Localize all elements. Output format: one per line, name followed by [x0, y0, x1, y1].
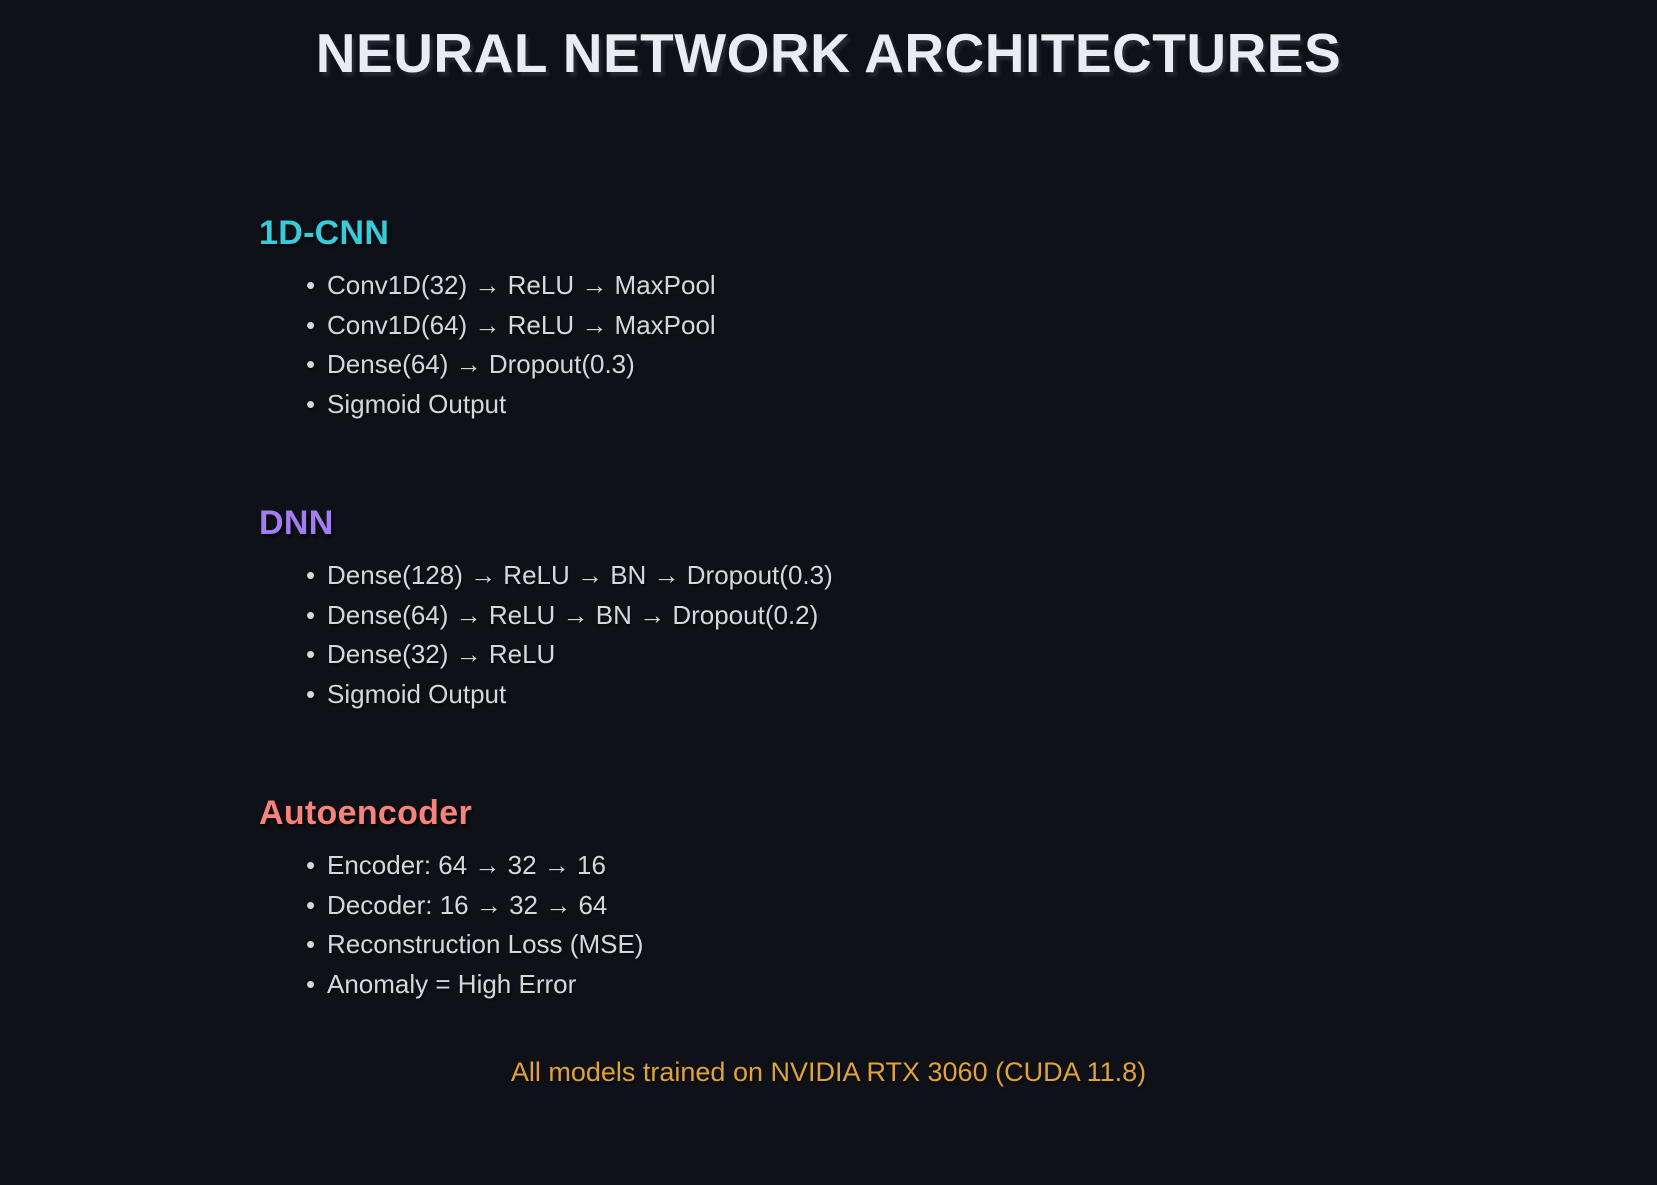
list-item: • Conv1D(32) → ReLU → MaxPool: [0, 266, 1657, 306]
list-item: • Decoder: 16 → 32 → 64: [0, 886, 1657, 926]
bullet-icon: •: [306, 270, 316, 300]
list-item: • Dense(32) → ReLU: [0, 635, 1657, 675]
section-heading-autoencoder: Autoencoder: [259, 794, 472, 832]
bullet-icon: •: [306, 639, 316, 670]
page-title: NEURAL NETWORK ARCHITECTURES: [315, 22, 1342, 84]
list-item-text: Reconstruction Loss (MSE): [327, 929, 644, 960]
list-item: • Dense(64) → ReLU → BN → Dropout(0.2): [0, 596, 1657, 636]
bullet-icon: •: [306, 389, 316, 420]
section-heading-dnn: DNN: [259, 504, 334, 542]
list-item: • Dense(64) → Dropout(0.3): [0, 345, 1657, 385]
list-item: • Conv1D(64) → ReLU → MaxPool: [0, 306, 1657, 346]
section-dnn: DNN • Dense(128) → ReLU → BN → Dropout(0…: [0, 506, 1657, 715]
list-item-text: Encoder: 64 → 32 → 16: [327, 850, 606, 880]
bullet-icon: •: [306, 850, 316, 880]
list-item-text: Conv1D(32) → ReLU → MaxPool: [327, 270, 716, 300]
bullet-icon: •: [306, 599, 316, 630]
list-item: • Reconstruction Loss (MSE): [0, 925, 1657, 965]
list-item-text: Dense(64) → ReLU → BN → Dropout(0.2): [327, 599, 819, 630]
list-item: • Anomaly = High Error: [0, 965, 1657, 1005]
bullet-icon: •: [306, 889, 316, 920]
list-item: • Sigmoid Output: [0, 385, 1657, 425]
list-item-text: Decoder: 16 → 32 → 64: [327, 889, 608, 920]
bullet-icon: •: [306, 969, 316, 1000]
footer-note: All models trained on NVIDIA RTX 3060 (C…: [510, 1057, 1147, 1087]
section-list-dnn: • Dense(128) → ReLU → BN → Dropout(0.3) …: [0, 556, 1657, 715]
list-item-text: Anomaly = High Error: [327, 969, 577, 1000]
bullet-icon: •: [306, 929, 316, 960]
section-list-autoencoder: • Encoder: 64 → 32 → 16 • Decoder: 16 → …: [0, 846, 1657, 1005]
list-item-text: Dense(32) → ReLU: [327, 639, 556, 670]
section-autoencoder: Autoencoder • Encoder: 64 → 32 → 16 • De…: [0, 796, 1657, 1005]
bullet-icon: •: [306, 679, 316, 710]
list-item-text: Dense(128) → ReLU → BN → Dropout(0.3): [327, 560, 833, 590]
section-list-1d-cnn: • Conv1D(32) → ReLU → MaxPool • Conv1D(6…: [0, 266, 1657, 425]
section-heading-1d-cnn: 1D-CNN: [259, 214, 390, 252]
list-item: • Encoder: 64 → 32 → 16: [0, 846, 1657, 886]
list-item-text: Dense(64) → Dropout(0.3): [327, 349, 635, 380]
bullet-icon: •: [306, 309, 316, 340]
list-item-text: Sigmoid Output: [327, 679, 507, 710]
list-item: • Sigmoid Output: [0, 675, 1657, 715]
list-item-text: Sigmoid Output: [327, 389, 507, 420]
list-item: • Dense(128) → ReLU → BN → Dropout(0.3): [0, 556, 1657, 596]
section-1d-cnn: 1D-CNN • Conv1D(32) → ReLU → MaxPool • C…: [0, 216, 1657, 425]
list-item-text: Conv1D(64) → ReLU → MaxPool: [327, 309, 716, 340]
bullet-icon: •: [306, 560, 316, 590]
bullet-icon: •: [306, 349, 316, 380]
